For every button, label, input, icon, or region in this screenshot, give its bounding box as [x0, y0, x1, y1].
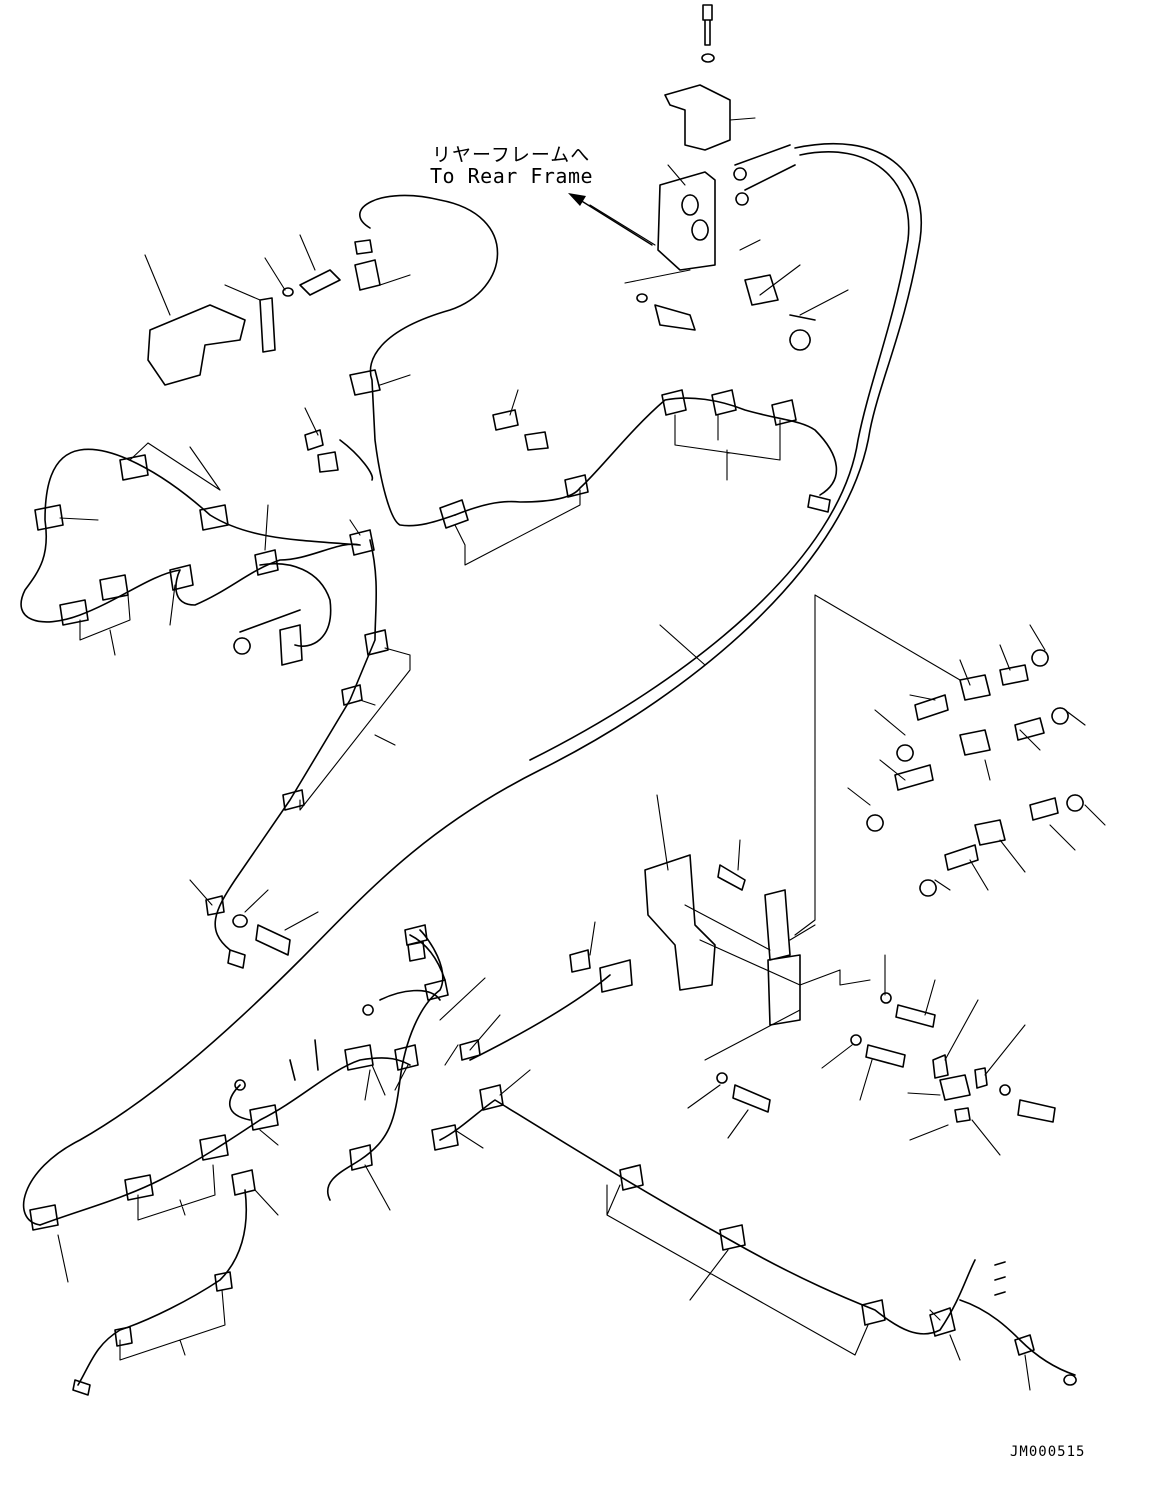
leader-lines — [57, 117, 1106, 1391]
connector-cluster-1 — [959, 649, 1049, 701]
clip-center-1 — [349, 369, 381, 396]
clip-h-14 — [114, 1271, 233, 1347]
clip-h-5 — [254, 549, 279, 576]
connector-cluster-5 — [866, 764, 934, 832]
left-harness — [20, 448, 361, 623]
right-bracket — [644, 854, 716, 991]
bolt-diag — [255, 924, 291, 956]
drawing-code: JM000515 — [1010, 1444, 1086, 1460]
right-switch-lower — [939, 1074, 971, 1123]
left-bracket — [147, 304, 246, 386]
right-washer-2 — [850, 1034, 862, 1046]
clip-h-11 — [344, 1044, 419, 1171]
washer-diag — [232, 914, 248, 928]
clip-h-2 — [564, 474, 589, 498]
clip-h-6 — [169, 564, 194, 591]
switch-right — [744, 274, 816, 351]
bolt-lower-mount — [654, 304, 696, 331]
right-bolt-1 — [717, 864, 746, 891]
clip-h-13 — [619, 1164, 886, 1326]
left-bracket-strap — [259, 297, 276, 353]
right-bolt-5 — [1017, 1099, 1056, 1123]
left-cable-diag — [214, 539, 378, 951]
clip-h-12 — [424, 979, 504, 1151]
lower-long-harness — [439, 1099, 976, 1335]
terminal-3 — [1063, 1374, 1077, 1386]
lower-ground-wire — [379, 989, 441, 1001]
right-bolt-2 — [732, 1084, 771, 1113]
top-bolt — [702, 4, 713, 46]
top-washer — [701, 53, 715, 63]
right-washer-4 — [999, 1084, 1011, 1096]
connector-cluster-2 — [959, 707, 1069, 756]
clip-center-3 — [492, 409, 549, 451]
connector-cluster-6 — [919, 844, 979, 897]
right-mount-bar — [764, 889, 801, 1026]
right-washer-3 — [880, 992, 892, 1004]
terminal-2 — [72, 1379, 91, 1396]
top-bracket — [664, 84, 731, 151]
left-clip-pair — [354, 239, 381, 291]
terminal-1 — [227, 949, 246, 969]
plate-holes — [681, 194, 709, 241]
main-harness-cable — [22, 143, 923, 1226]
center-harness — [454, 397, 838, 516]
clip-h-3 — [661, 389, 797, 426]
plugs-top-right — [733, 144, 796, 206]
clip-h-9 — [205, 629, 389, 916]
left-branch-down — [339, 439, 374, 481]
rear-frame-arrow — [579, 199, 653, 246]
left-harness-branch — [259, 563, 332, 647]
connector-lower-center — [569, 949, 633, 993]
clip-h-1 — [439, 499, 469, 529]
clip-h-8 — [34, 454, 229, 531]
connector-cluster-4 — [896, 694, 949, 762]
ground-ring-1 — [234, 1004, 374, 1091]
right-bracket-small — [932, 1054, 988, 1089]
connector-cluster-3 — [974, 794, 1084, 846]
connector-left-plug — [233, 609, 303, 666]
main-harness-cable-2 — [529, 151, 910, 761]
washer-lower-mount — [636, 293, 648, 303]
right-bolt-3 — [865, 1044, 906, 1068]
clip-h-10 — [29, 1104, 279, 1231]
lower-right-branch — [959, 1299, 1076, 1376]
connector-lower-left-1 — [404, 924, 428, 962]
clip-h-4 — [349, 529, 375, 556]
rear-frame-arrowhead — [568, 193, 586, 206]
lower-cable-to-connector — [469, 974, 611, 1061]
lower-sensor-wire — [409, 934, 446, 981]
mount-plate — [657, 171, 716, 271]
lower-mid-harness — [327, 929, 444, 1201]
rear-frame-callout-jp: リヤーフレームへ — [432, 144, 591, 166]
lower-left-harness — [39, 1057, 411, 1226]
terminal-4 — [994, 1261, 1006, 1296]
clip-h-15 — [929, 1307, 1035, 1356]
clip-center-2 — [304, 429, 339, 473]
rear-frame-callout-en: To Rear Frame — [430, 164, 594, 188]
lower-left-branch — [77, 1189, 248, 1386]
right-bolt-4 — [895, 1004, 936, 1028]
upper-left-harness — [359, 194, 499, 527]
right-washer-1 — [716, 1072, 728, 1084]
connector-upper-right-end — [807, 494, 831, 513]
left-washer — [282, 287, 294, 297]
left-bolt — [299, 269, 341, 296]
